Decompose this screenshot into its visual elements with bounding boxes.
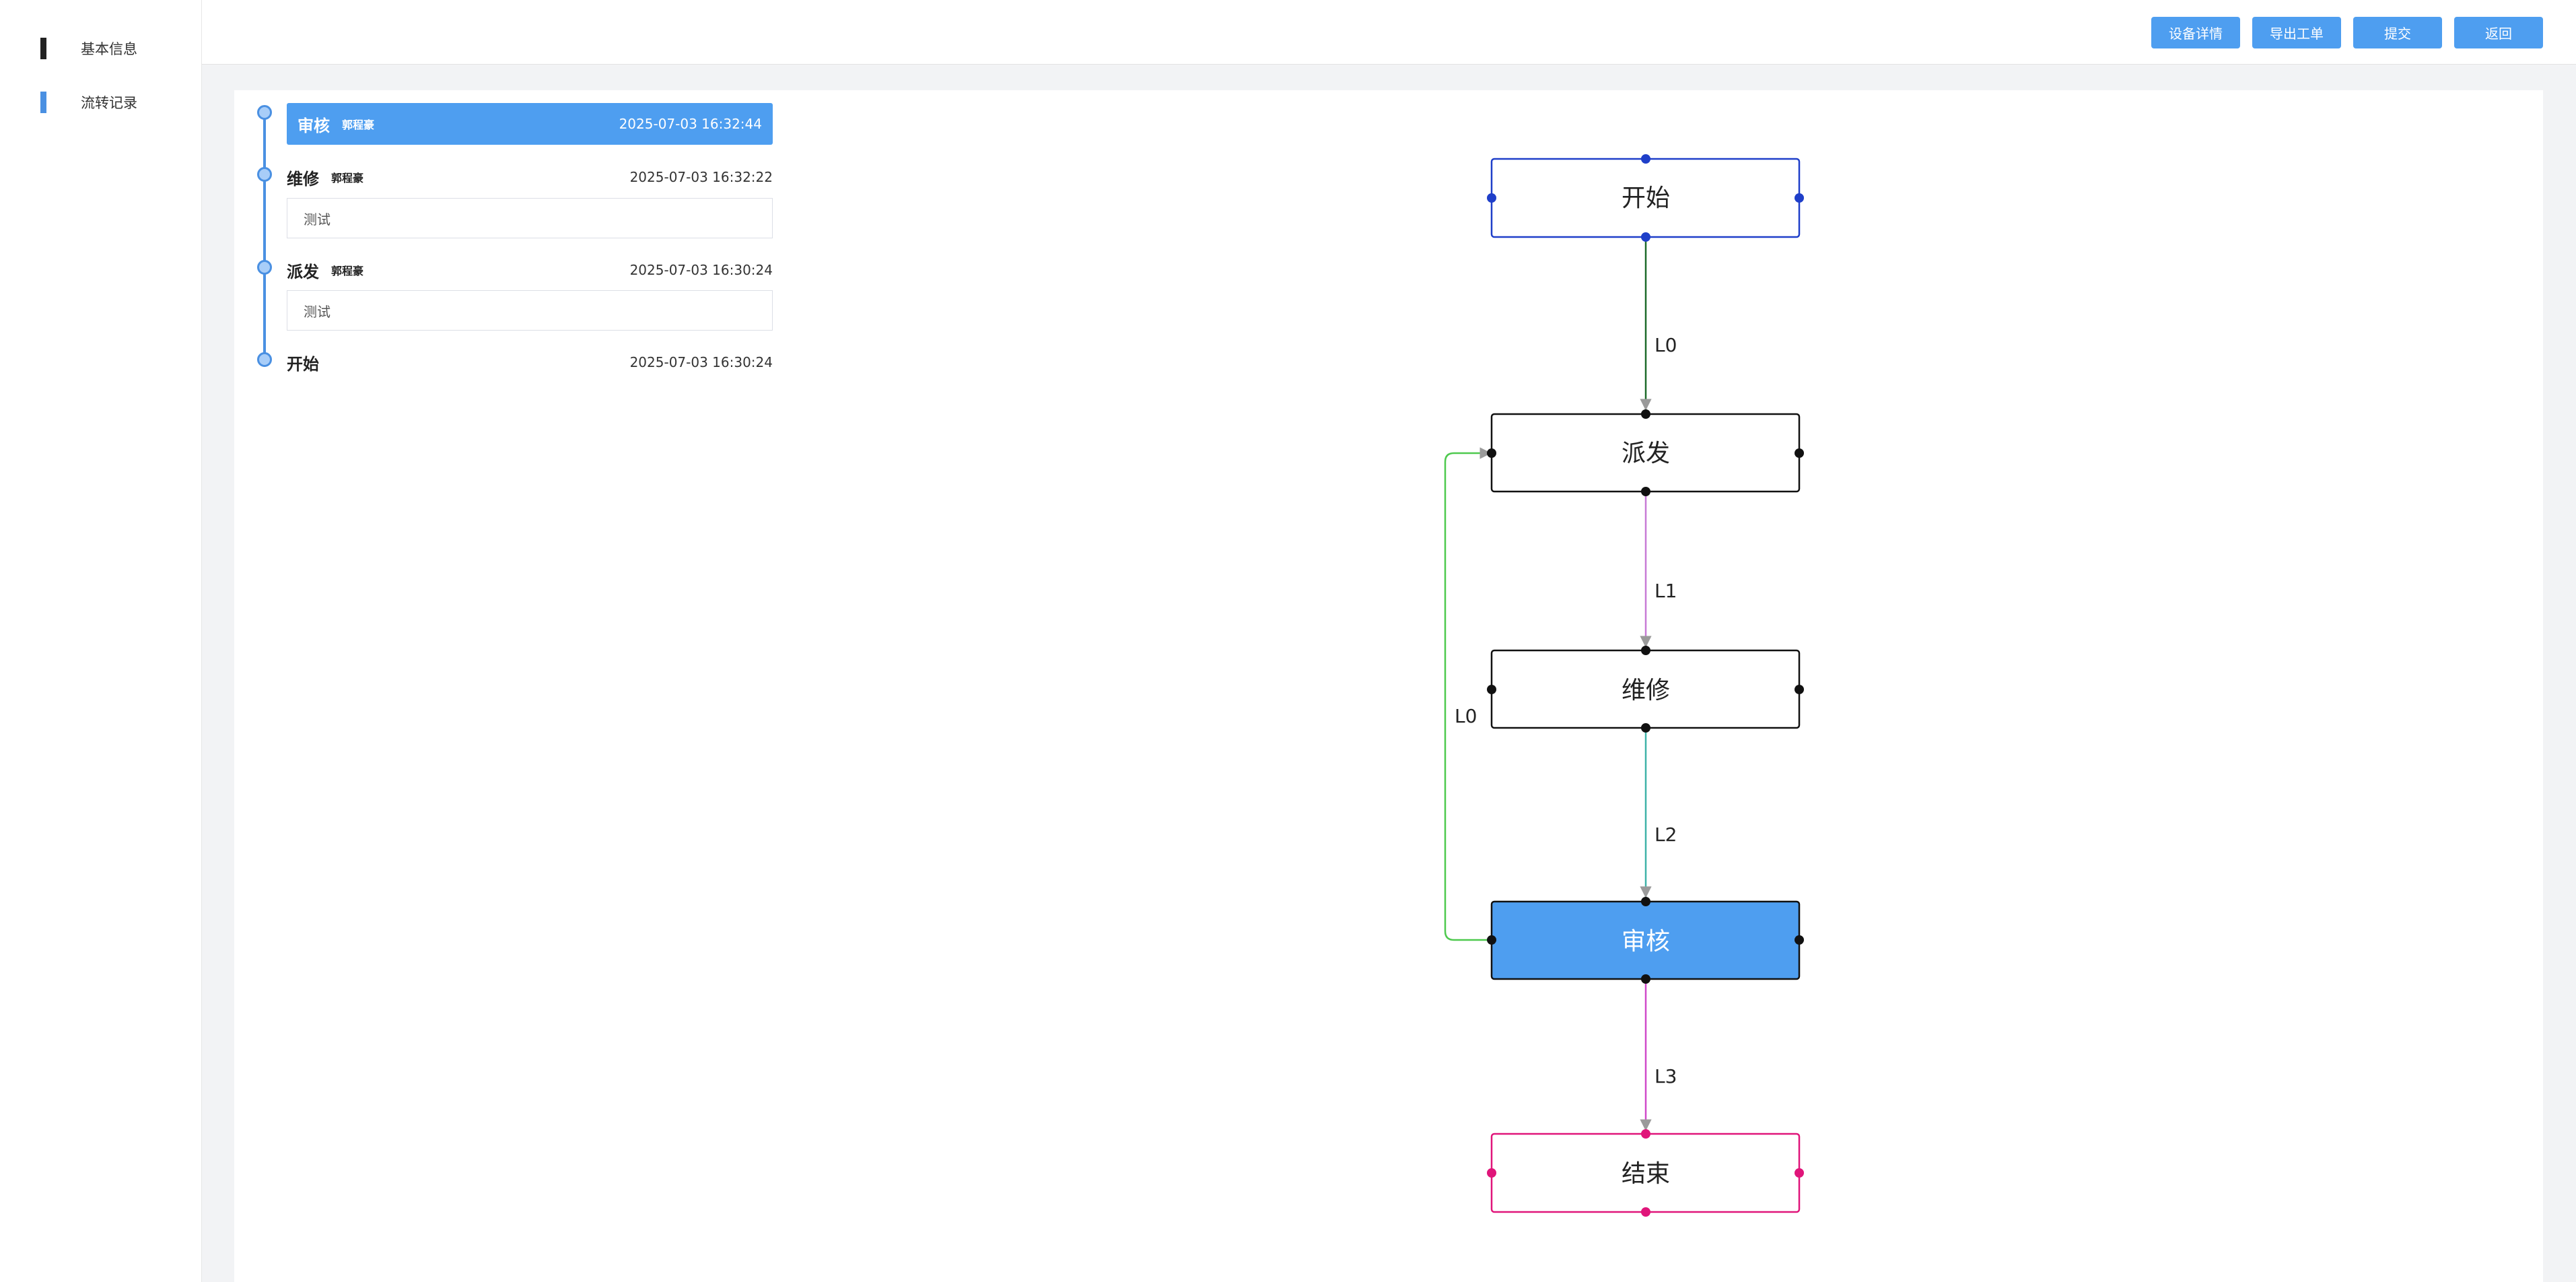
timeline-time: 2025-07-03 16:32:22 bbox=[629, 169, 773, 185]
timeline-user: 郭程豪 bbox=[342, 119, 375, 131]
timeline-user: 郭程豪 bbox=[331, 265, 364, 277]
handle-dot[interactable] bbox=[1487, 448, 1496, 458]
timeline-title: 派发 bbox=[287, 262, 319, 281]
timeline-dot bbox=[257, 352, 272, 367]
flow-node-dispatch[interactable]: 派发 bbox=[1490, 413, 1801, 493]
handle-dot[interactable] bbox=[1487, 1168, 1496, 1178]
handle-dot[interactable] bbox=[1795, 685, 1804, 694]
handle-dot[interactable] bbox=[1641, 897, 1650, 906]
back-button[interactable]: 返回 bbox=[2454, 17, 2543, 48]
flow-node-end[interactable]: 结束 bbox=[1490, 1133, 1801, 1213]
nav-active-indicator bbox=[40, 38, 46, 59]
timeline-comment: 测试 bbox=[287, 198, 773, 238]
node-handles bbox=[1487, 154, 1804, 1217]
handle-dot[interactable] bbox=[1641, 974, 1650, 984]
node-label: 审核 bbox=[1622, 928, 1670, 955]
timeline-line bbox=[263, 112, 266, 361]
handle-dot[interactable] bbox=[1641, 409, 1650, 419]
device-detail-button[interactable]: 设备详情 bbox=[2151, 17, 2240, 48]
handle-dot[interactable] bbox=[1487, 935, 1496, 945]
handle-dot[interactable] bbox=[1641, 232, 1650, 242]
export-order-button[interactable]: 导出工单 bbox=[2252, 17, 2341, 48]
handle-dot[interactable] bbox=[1795, 1168, 1804, 1178]
timeline-user: 郭程豪 bbox=[331, 172, 364, 184]
timeline-title: 维修 bbox=[287, 169, 319, 189]
nav-item-label: 基本信息 bbox=[81, 41, 137, 57]
timeline-time: 2025-07-03 16:30:24 bbox=[629, 262, 773, 278]
content-card bbox=[234, 90, 2543, 1282]
handle-dot[interactable] bbox=[1641, 487, 1650, 496]
edge-label: L1 bbox=[1655, 580, 1677, 602]
edge-label: L2 bbox=[1655, 823, 1677, 846]
handle-dot[interactable] bbox=[1795, 448, 1804, 458]
node-label: 结束 bbox=[1622, 1160, 1670, 1188]
timeline-entry-dispatch: 派发 郭程豪 2025-07-03 16:30:24 bbox=[287, 249, 773, 291]
timeline-dot bbox=[257, 260, 272, 275]
submit-button[interactable]: 提交 bbox=[2353, 17, 2442, 48]
node-label: 维修 bbox=[1622, 677, 1670, 704]
handle-dot[interactable] bbox=[1795, 193, 1804, 203]
top-toolbar: 设备详情 导出工单 提交 返回 bbox=[202, 0, 2576, 65]
edge-label: L0 bbox=[1655, 334, 1677, 356]
timeline-entry-review[interactable]: 审核 郭程豪 2025-07-03 16:32:44 bbox=[287, 103, 773, 145]
flow-node-start[interactable]: 开始 bbox=[1490, 158, 1801, 238]
nav-item-basic-info[interactable]: 基本信息 bbox=[0, 30, 202, 67]
timeline-entry-start: 开始 2025-07-03 16:30:24 bbox=[287, 341, 773, 383]
flow-node-repair[interactable]: 维修 bbox=[1490, 649, 1801, 729]
side-nav: 基本信息 流转记录 bbox=[0, 0, 202, 1282]
nav-item-flow-records[interactable]: 流转记录 bbox=[0, 83, 202, 121]
handle-dot[interactable] bbox=[1487, 193, 1496, 203]
edge-review-dispatch[interactable] bbox=[1444, 447, 1492, 941]
nav-item-label: 流转记录 bbox=[81, 95, 137, 111]
timeline-title: 开始 bbox=[287, 354, 319, 374]
timeline-title: 审核 bbox=[298, 116, 330, 135]
flow-node-review[interactable]: 审核 bbox=[1490, 900, 1801, 980]
timeline-time: 2025-07-03 16:30:24 bbox=[629, 354, 773, 370]
handle-dot[interactable] bbox=[1641, 154, 1650, 164]
handle-dot[interactable] bbox=[1641, 1207, 1650, 1217]
timeline-time: 2025-07-03 16:32:44 bbox=[619, 116, 762, 132]
timeline-dot bbox=[257, 167, 272, 182]
edge-label: L3 bbox=[1655, 1065, 1677, 1087]
timeline-entry-repair: 维修 郭程豪 2025-07-03 16:32:22 bbox=[287, 156, 773, 198]
handle-dot[interactable] bbox=[1487, 685, 1496, 694]
handle-dot[interactable] bbox=[1641, 723, 1650, 733]
node-label: 派发 bbox=[1622, 440, 1670, 467]
handle-dot[interactable] bbox=[1641, 646, 1650, 655]
timeline-comment: 测试 bbox=[287, 290, 773, 331]
nav-indicator bbox=[40, 92, 46, 113]
handle-dot[interactable] bbox=[1795, 935, 1804, 945]
edge-label: L0 bbox=[1455, 705, 1477, 727]
node-label: 开始 bbox=[1622, 184, 1670, 212]
handle-dot[interactable] bbox=[1641, 1129, 1650, 1139]
timeline-dot bbox=[257, 105, 272, 120]
